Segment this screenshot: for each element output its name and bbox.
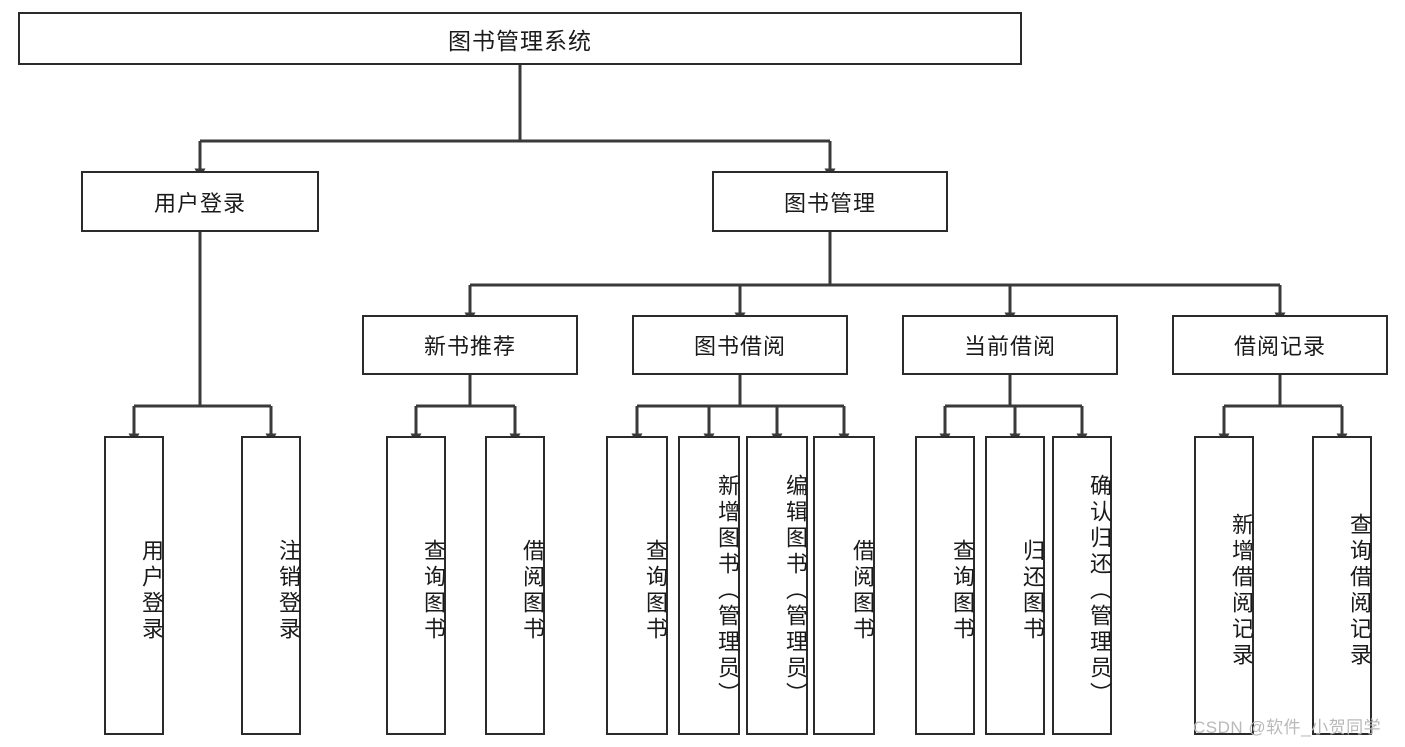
node-leaf-user-login[interactable]: 用户登录 (104, 436, 164, 735)
node-current-borrow[interactable]: 当前借阅 (902, 315, 1118, 375)
node-leaf-add-book[interactable]: 新增图书（管理员） (678, 436, 740, 735)
node-leaf-query-record[interactable]: 查询借阅记录 (1312, 436, 1372, 735)
node-root[interactable]: 图书管理系统 (18, 12, 1022, 65)
node-leaf-return-book[interactable]: 归还图书 (985, 436, 1045, 735)
node-borrow-record[interactable]: 借阅记录 (1172, 315, 1388, 375)
node-book-manage[interactable]: 图书管理 (712, 171, 948, 232)
node-user-login[interactable]: 用户登录 (81, 171, 319, 232)
node-new-book-rec[interactable]: 新书推荐 (362, 315, 578, 375)
node-leaf-confirm-ret[interactable]: 确认归还（管理员） (1052, 436, 1112, 735)
node-leaf-user-logout[interactable]: 注销登录 (241, 436, 301, 735)
node-leaf-borrow-book-1[interactable]: 借阅图书 (485, 436, 545, 735)
node-book-borrow[interactable]: 图书借阅 (632, 315, 848, 375)
node-leaf-borrow-book-2[interactable]: 借阅图书 (813, 436, 875, 735)
node-leaf-query-book-1[interactable]: 查询图书 (386, 436, 446, 735)
node-leaf-add-record[interactable]: 新增借阅记录 (1194, 436, 1254, 735)
node-leaf-edit-book[interactable]: 编辑图书（管理员） (746, 436, 808, 735)
node-leaf-query-book-2[interactable]: 查询图书 (606, 436, 668, 735)
node-leaf-query-book-3[interactable]: 查询图书 (915, 436, 975, 735)
